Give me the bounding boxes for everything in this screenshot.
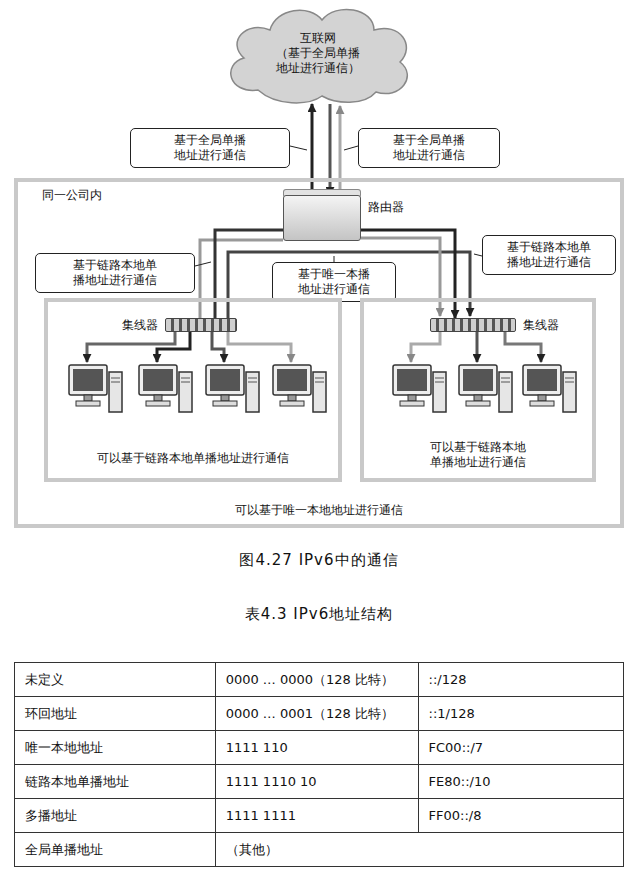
region-label: 可以基于链路本地单播地址进行通信 [44,451,342,466]
table-row: 环回地址 0000 … 0001（128 比特）::1/128 [15,697,624,731]
table-cell: 1111 1110 10 [215,765,418,799]
node-text: 互联网 （基于全局单播 地址进行通信） [276,31,360,76]
table-title: 表4.3 IPv6地址结构 [0,604,638,624]
table-row: 多播地址 1111 1111 FF00::/8 [15,799,624,833]
wire [411,332,440,362]
table-cell: 唯一本地地址 [15,731,216,765]
cloud: 互联网 （基于全局单播 地址进行通信） [218,2,418,104]
device-label: 集线器 [523,318,559,333]
cell-text: 1111 1110 10 [226,774,317,789]
callout-box: 基于链路本地单 播地址进行通信 [482,235,616,275]
computer [459,365,512,412]
table-cell: 链路本地单播地址 [15,765,216,799]
hub: 集线器 [165,318,237,332]
callout-box: 基于唯一本播 地址进行通信 [272,262,396,302]
wire [212,332,224,362]
table-cell: 0000 … 0001（128 比特） [215,697,418,731]
node-text: 基于唯一本播 地址进行通信 [298,267,370,297]
callout-box: 基于全局单播 地址进行通信 [358,128,500,168]
table-cell: ::1/128 [418,697,623,731]
subnet-region: 集线器可以基于链路本地 单播地址进行通信 [360,298,596,482]
table-row: 未定义 0000 … 0000（128 比特）::/128 [15,663,624,697]
cell-text: 全局单播地址 [25,842,103,857]
region-label: 同一公司内 [42,188,102,203]
cell-text: 环回地址 [25,706,77,721]
cell-text: 0000 … 0000（128 比特） [226,672,394,687]
wire [476,332,479,362]
region-label: 可以基于链路本地 单播地址进行通信 [430,440,526,470]
connector [329,104,332,195]
cell-text: 多播地址 [25,808,77,823]
wire [339,106,342,195]
computer [393,365,446,412]
computers [69,365,576,412]
table-cell: FF00::/8 [418,799,623,833]
node-text: 基于全局单播 地址进行通信 [393,133,465,163]
table-row: 全局单播地址 （其他） [15,833,624,867]
callout-box: 基于链路本地单 播地址进行通信 [35,253,195,293]
subnet-region: 集线器可以基于链路本地单播地址进行通信 [44,298,342,482]
wires [87,106,541,362]
computer [206,365,259,412]
wire [228,332,291,362]
table-cell: 0000 … 0000（128 比特） [215,663,418,697]
computer [139,365,192,412]
cell-text: FF00::/8 [429,808,482,823]
address-table: 未定义 0000 … 0000（128 比特）::/128环回地址 0000 … 0… [14,662,624,867]
wire [157,332,190,362]
table-cell: ::/128 [418,663,623,697]
callout-pointer [290,146,307,150]
table-cell: 环回地址 [15,697,216,731]
cell-text: 未定义 [25,672,64,687]
table-cell: 全局单播地址 [15,833,216,867]
cell-text: 链路本地单播地址 [25,774,129,789]
callout-box: 基于全局单播 地址进行通信 [130,128,290,168]
table-row: 链路本地单播地址 1111 1110 10 FE80::/10 [15,765,624,799]
device-label: 集线器 [122,318,158,333]
wire [505,332,541,362]
region-label: 可以基于唯一本地地址进行通信 [14,503,624,518]
connector [311,104,314,195]
cell-text: FE80::/10 [429,774,491,789]
callout-pointer [474,254,482,256]
figure-caption: 图4.27 IPv6中的通信 [0,550,638,570]
cell-text: FC00::/7 [429,740,484,755]
cell-text: 1111 1111 [226,808,296,823]
table-cell: 1111 1111 [215,799,418,833]
computer [273,365,326,412]
cloud-outline [231,9,408,102]
table-cell: 多播地址 [15,799,216,833]
computer [523,365,576,412]
node-text: 基于全局单播 地址进行通信 [174,133,246,163]
callout-pointer [344,146,358,150]
table-row: 唯一本地地址 1111 110 FC00::/7 [15,731,624,765]
table-cell: FE80::/10 [418,765,623,799]
computer [69,365,122,412]
node-text: 基于链路本地单 播地址进行通信 [507,240,591,270]
device-label: 路由器 [368,200,404,215]
table-cell: FC00::/7 [418,731,623,765]
table-cell: （其他） [215,833,623,867]
cell-text: 0000 … 0001（128 比特） [226,706,394,721]
wire [228,252,470,318]
router: 路由器 [283,195,361,241]
hub: 集线器 [430,318,516,332]
cell-text: 1111 110 [226,740,288,755]
table-cell: 1111 110 [215,731,418,765]
cell-text: ::/128 [429,672,467,687]
company-region: 路由器基于链路本地单 播地址进行通信基于唯一本播 地址进行通信基于链路本地单 播… [14,178,624,528]
callout-pointer [195,262,211,266]
cell-text: ::1/128 [429,706,475,721]
node-text: 基于链路本地单 播地址进行通信 [73,258,157,288]
table-cell: 未定义 [15,663,216,697]
cell-text: 唯一本地地址 [25,740,103,755]
cell-text: （其他） [226,842,278,857]
wire [87,332,175,362]
